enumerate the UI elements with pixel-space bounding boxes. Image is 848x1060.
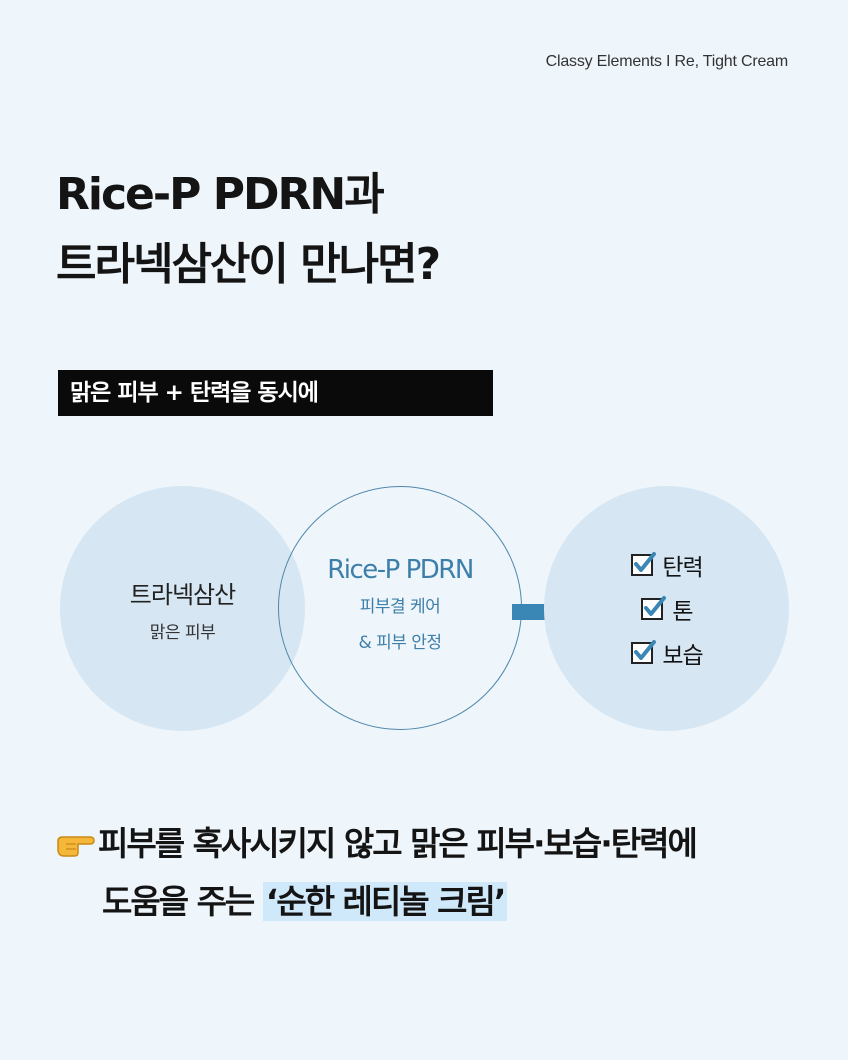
benefit-list: 탄력 톤 보습	[630, 543, 704, 675]
summary-text: 피부를 혹사시키지 않고 맑은 피부·보습·탄력에 도움을 주는 ‘순한 레티놀…	[56, 815, 698, 931]
checkbox-checked-icon	[631, 639, 657, 664]
title-line-2: 트라넥삼산이 만나면?	[56, 239, 441, 290]
summary-line-1: 피부를 혹사시키지 않고 맑은 피부·보습·탄력에	[56, 815, 698, 875]
subtitle-tag: 맑은 피부 + 탄력을 동시에	[58, 370, 493, 416]
highlighted-product-phrase: ‘순한 레티놀 크림’	[262, 882, 508, 921]
checkbox-checked-icon	[641, 595, 667, 620]
circle-center-subtitle-1: 피부결 케어	[359, 597, 441, 617]
summary-line-1-text: 피부를 혹사시키지 않고 맑은 피부·보습·탄력에	[98, 824, 698, 863]
benefit-item: 보습	[630, 631, 704, 675]
pointing-hand-icon	[56, 817, 98, 875]
result-circle: 탄력 톤 보습	[544, 486, 789, 731]
ingredient-circle-tranexamic: 트라넥삼산 맑은 피부	[60, 486, 305, 731]
benefit-item: 톤	[640, 587, 694, 631]
circle-center-title: Rice-P PDRN	[327, 555, 474, 585]
page-title: Rice-P PDRN과 트라넥삼산이 만나면?	[56, 160, 441, 300]
brand-caption: Classy Elements I Re, Tight Cream	[545, 53, 789, 70]
benefit-label: 톤	[672, 598, 693, 625]
title-line-1: Rice-P PDRN과	[56, 169, 385, 220]
circle-left-title: 트라넥삼산	[129, 580, 236, 609]
summary-line-2-prefix: 도움을 주는	[102, 882, 255, 921]
benefit-label: 탄력	[662, 554, 703, 581]
circle-left-subtitle: 맑은 피부	[149, 622, 216, 643]
summary-line-2: 도움을 주는 ‘순한 레티놀 크림’	[56, 873, 696, 931]
benefit-item: 탄력	[630, 543, 704, 587]
circle-center-subtitle-2: & 피부 안정	[358, 633, 442, 653]
ingredient-circle-pdrn: Rice-P PDRN 피부결 케어 & 피부 안정	[278, 486, 522, 730]
benefit-label: 보습	[662, 642, 703, 669]
checkbox-checked-icon	[631, 551, 657, 576]
